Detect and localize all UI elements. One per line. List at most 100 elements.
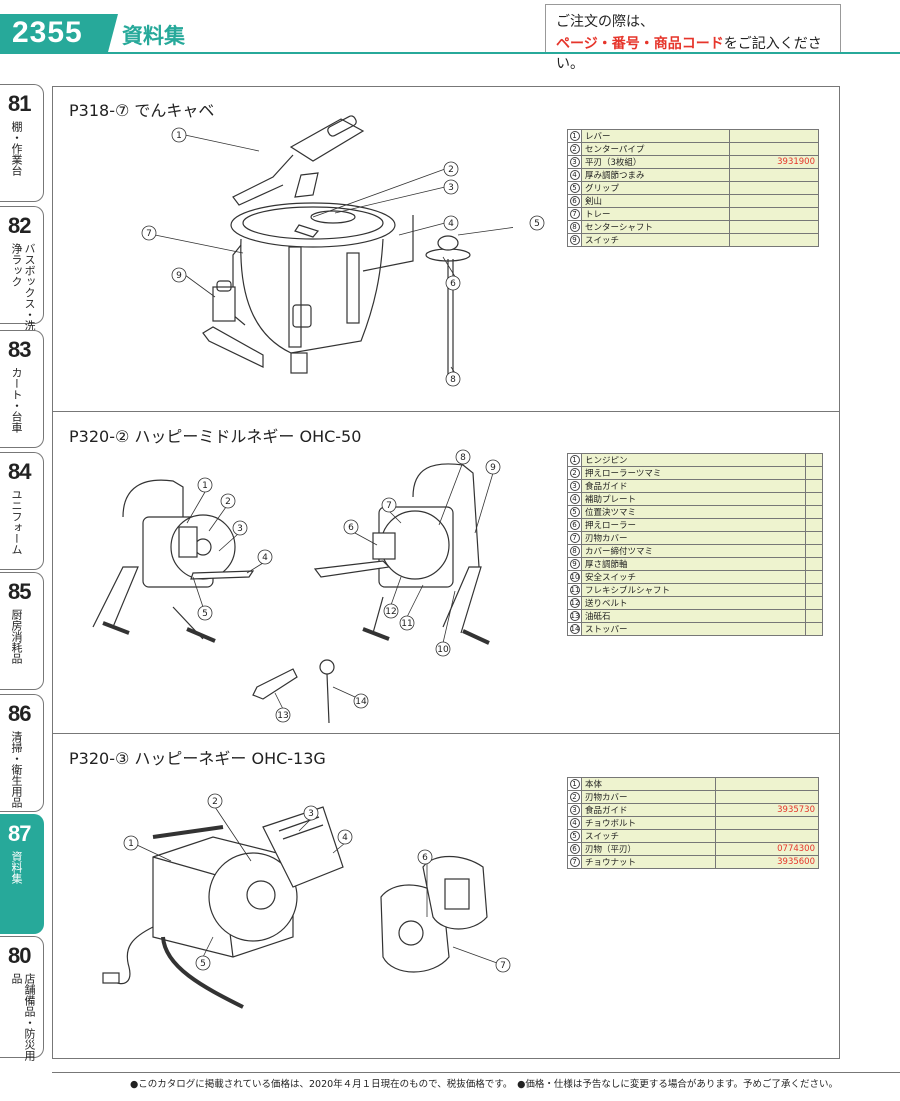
- middle-negi-diagram: [92, 463, 490, 724]
- side-tab-86[interactable]: 86 清掃・衛生用品: [0, 694, 44, 812]
- part-name: スイッチ: [580, 233, 731, 247]
- part-number-badge: 11: [569, 585, 580, 595]
- footer-note: ●このカタログに掲載されている価格は、2020年４月１日現在のもので、税抜価格で…: [130, 1079, 838, 1090]
- happy-negi-diagram: [102, 806, 488, 1009]
- s1-callout-3: 3: [448, 183, 454, 193]
- part-number: 9: [567, 557, 582, 571]
- part-number: 3: [567, 155, 582, 169]
- part-number: 2: [567, 466, 582, 480]
- s2-callout-12: 12: [385, 607, 396, 617]
- side-tab-85[interactable]: 85 厨房消耗品: [0, 572, 44, 690]
- section-3-title: P320-③ ハッピーネギー OHC-13G: [69, 749, 326, 768]
- side-tab-84[interactable]: 84 ユニフォーム: [0, 452, 44, 570]
- part-number: 4: [567, 492, 582, 506]
- part-name: 厚さ調節軸: [581, 557, 806, 571]
- part-number: 8: [567, 220, 582, 234]
- s1-callout-4: 4: [448, 219, 454, 229]
- part-number: 12: [567, 596, 582, 610]
- part-name: 厚み調節つまみ: [580, 168, 731, 182]
- side-tab-num: 85: [8, 579, 31, 604]
- part-number-badge: 5: [569, 183, 580, 193]
- s2-callout-3: 3: [237, 524, 243, 534]
- part-code: [804, 570, 824, 584]
- part-name: グリップ: [580, 181, 731, 195]
- part-number: 6: [567, 518, 582, 532]
- part-code: [804, 466, 824, 480]
- side-tab-82[interactable]: 82 バスボックス・洗浄ラック: [0, 206, 44, 331]
- side-tab-83[interactable]: 83 カート・台車: [0, 330, 44, 448]
- s2-callout-14: 14: [355, 697, 367, 707]
- part-number-badge: 4: [569, 818, 580, 828]
- side-tab-label: 厨房消耗品: [10, 609, 23, 664]
- part-code: 3935730: [714, 803, 820, 817]
- part-name: 食品ガイド: [581, 803, 716, 817]
- part-code: [729, 142, 819, 156]
- part-number: 7: [567, 531, 582, 545]
- section-divider: [53, 733, 839, 734]
- part-name: 位置決ツマミ: [581, 505, 806, 519]
- part-name: チョウナット: [581, 855, 716, 869]
- s1-callout-9: 9: [176, 271, 182, 281]
- side-tab-81[interactable]: 81 棚・作業台: [0, 84, 44, 202]
- side-tab-87[interactable]: 87 資料集: [0, 814, 44, 934]
- section-1-callouts: 1 2 3 4 5 6 7 8 9: [141, 127, 545, 387]
- footer-rule: [52, 1072, 900, 1073]
- part-number-badge: 2: [569, 144, 580, 154]
- part-number-badge: 8: [569, 222, 580, 232]
- part-number-badge: 7: [569, 209, 580, 219]
- part-code: [714, 777, 820, 791]
- s1-callout-7: 7: [146, 229, 152, 239]
- part-number-badge: 12: [569, 598, 580, 608]
- order-notice: ご注文の際は、 ページ・番号・商品コードをご記入ください。: [545, 4, 841, 72]
- part-code: [804, 596, 824, 610]
- part-name: トレー: [580, 207, 731, 221]
- part-number: 4: [567, 816, 582, 830]
- section-2-title: P320-② ハッピーミドルネギー OHC-50: [69, 427, 362, 446]
- part-number: 1: [567, 777, 582, 791]
- part-number-badge: 5: [569, 507, 580, 517]
- part-code: [729, 129, 819, 143]
- part-code: [804, 557, 824, 571]
- part-number: 2: [567, 142, 582, 156]
- notice-highlight: ページ・番号・商品コード: [556, 36, 724, 52]
- part-name: ストッパー: [581, 622, 806, 636]
- part-number-badge: 10: [569, 572, 580, 582]
- section-3-callouts: 1 2 3 4 5 6 7: [123, 793, 511, 973]
- part-name: センターパイプ: [580, 142, 731, 156]
- side-tab-label: 店舗備品・防災用品: [10, 973, 36, 1061]
- side-tab-80[interactable]: 80 店舗備品・防災用品: [0, 936, 44, 1061]
- part-number: 5: [567, 505, 582, 519]
- part-code: [804, 505, 824, 519]
- side-tab-num: 83: [8, 337, 31, 362]
- part-number: 3: [567, 479, 582, 493]
- part-code: [729, 168, 819, 182]
- part-number-badge: 4: [569, 170, 580, 180]
- s1-callout-1: 1: [176, 131, 182, 141]
- part-number: 8: [567, 544, 582, 558]
- part-name: 食品ガイド: [581, 479, 806, 493]
- part-number: 6: [567, 842, 582, 856]
- side-tab-num: 84: [8, 459, 31, 484]
- part-name: 平刃（3枚組）: [580, 155, 731, 169]
- side-tab-num: 81: [8, 91, 31, 116]
